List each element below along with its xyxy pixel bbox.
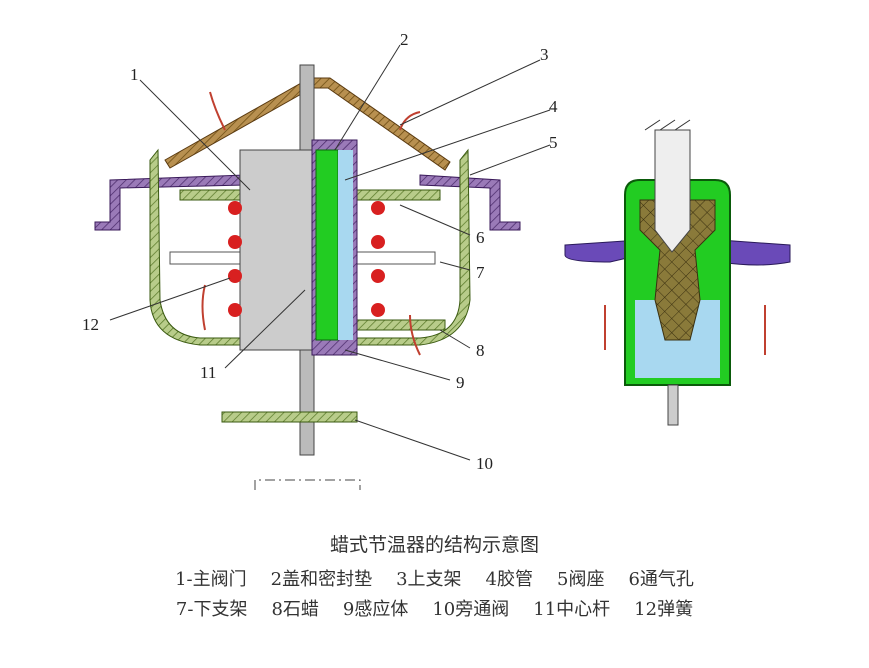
- callout-9: 9: [456, 373, 465, 392]
- callout-12: 12: [82, 315, 99, 334]
- bypass-valve: [221, 411, 358, 423]
- callout-10: 10: [476, 454, 493, 473]
- diagram-title: 蜡式节温器的结构示意图: [329, 534, 539, 556]
- wax: [338, 150, 353, 340]
- leader-lines: [109, 44, 551, 461]
- legend-item: 7-下支架: [175, 599, 248, 620]
- callout-1: 1: [130, 65, 139, 84]
- legend-item: 1-主阀门: [175, 569, 247, 590]
- legend-item: 5阀座: [557, 569, 605, 590]
- callout-numbers: 1 2 3 4 5 6 7 8 9 10 11 12: [82, 30, 558, 473]
- legend-item: 3上支架: [396, 569, 462, 590]
- legend-item: 10旁通阀: [432, 599, 510, 620]
- rubber-tube: [315, 149, 339, 341]
- probe-rod: [654, 129, 691, 253]
- valve-seat: [94, 174, 246, 231]
- legend-item: 12弹簧: [634, 599, 694, 620]
- callout-8: 8: [476, 341, 485, 360]
- left-thermostat: 1 2 3 4 5 6 7 8 9 10 11 12: [82, 30, 558, 490]
- upper-bracket: [164, 77, 451, 171]
- callout-11: 11: [200, 363, 216, 382]
- legend-row-1: 1-主阀门 2盖和密封垫 3上支架 4胶管 5阀座 6通气孔: [0, 565, 869, 591]
- rod-cylinder: [239, 149, 313, 351]
- flow-arrows: [201, 91, 421, 356]
- callout-6: 6: [476, 228, 485, 247]
- valve-seat-right: [419, 174, 521, 231]
- legend-item: 8石蜡: [271, 599, 319, 620]
- callout-7: 7: [476, 263, 485, 282]
- legend-item: 6通气孔: [628, 569, 694, 590]
- callout-3: 3: [540, 45, 549, 64]
- legend-item: 2盖和密封垫: [270, 569, 373, 590]
- legend-item: 11中心杆: [533, 599, 611, 620]
- legend-item: 4胶管: [485, 569, 533, 590]
- legend-item: 9感应体: [342, 599, 409, 620]
- spring: [228, 201, 385, 317]
- callout-4: 4: [549, 97, 558, 116]
- right-sensing-body: [564, 119, 791, 426]
- legend-row-2: 7-下支架 8石蜡 9感应体 10旁通阀 11中心杆 12弹簧: [0, 595, 869, 621]
- callout-5: 5: [549, 133, 558, 152]
- callout-2: 2: [400, 30, 409, 49]
